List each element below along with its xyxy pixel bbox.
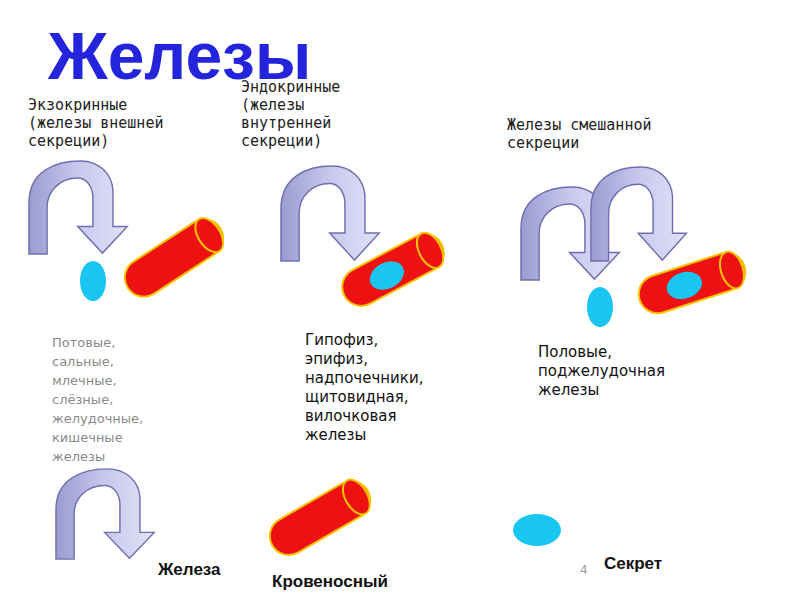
column-heading: Экзокринные (железы внешней секреции) bbox=[28, 96, 188, 150]
legend-arrow-sample bbox=[56, 469, 154, 559]
gland-list: Гипофиз, эпифиз, надпочечники, щитовидна… bbox=[305, 331, 425, 445]
blood-vessel bbox=[118, 212, 231, 304]
page-number: 4 bbox=[580, 563, 600, 577]
legend-secret-sample bbox=[513, 514, 561, 546]
gland-arrow bbox=[591, 167, 687, 261]
gland-list: Половые, поджелудочная железы bbox=[538, 343, 688, 400]
legend-label: Железа bbox=[158, 560, 221, 580]
secret-drop bbox=[80, 261, 106, 301]
blood-vessel bbox=[634, 248, 750, 318]
legend-label: Кровеносный bbox=[272, 572, 388, 592]
blood-vessel bbox=[336, 227, 451, 312]
column-heading: Эндокринные (железы внутренней секреции) bbox=[241, 78, 371, 150]
gland-arrow bbox=[281, 166, 379, 261]
column-heading: Железы смешанной секреции bbox=[507, 116, 707, 152]
gland-list: Потовые, сальные, млечные, слёзные, желу… bbox=[52, 333, 174, 466]
legend-vessel-sample bbox=[263, 474, 377, 562]
secret-drop bbox=[587, 287, 613, 327]
gland-arrow bbox=[29, 161, 127, 254]
legend-label: Секрет bbox=[604, 554, 662, 574]
